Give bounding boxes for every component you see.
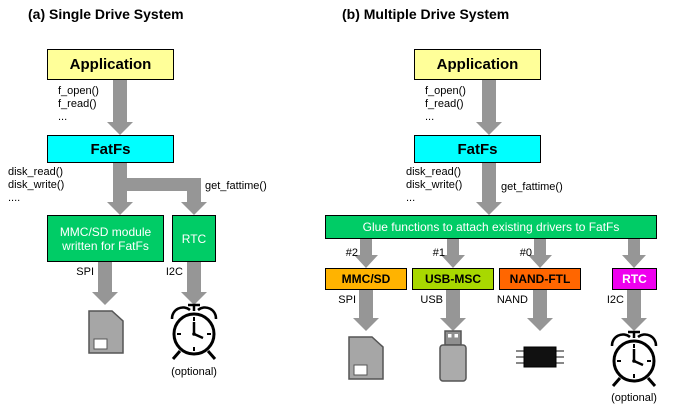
driver-label: MMC/SD <box>341 272 391 286</box>
mmc-sd-module-box: MMC/SD module written for FatFs <box>47 215 164 262</box>
i2c-label-a: I2C <box>165 266 183 278</box>
api-call-labels-b: f_open() f_read() ... <box>425 85 466 124</box>
arrow-head <box>476 122 502 135</box>
alarm-clock-icon <box>166 303 222 361</box>
api-call-label: ... <box>58 111 68 123</box>
arrow-shaft <box>98 262 112 292</box>
arrow-head <box>440 318 466 331</box>
glue-functions-box: Glue functions to attach existing driver… <box>325 215 657 239</box>
get-fattime-label-b: get_fattime() <box>501 181 563 193</box>
arrow-shaft <box>447 239 459 256</box>
rtc-box-a: RTC <box>172 215 216 262</box>
drive-number-2: #2 <box>345 247 358 259</box>
glue-label: Glue functions to attach existing driver… <box>362 220 620 234</box>
arrow-shaft <box>360 239 372 256</box>
api-call-label: f_read() <box>58 98 97 110</box>
arrow-head <box>441 255 465 268</box>
disk-call-label: disk_write() <box>8 179 65 191</box>
arrow-head <box>527 318 553 331</box>
optional-label-b: (optional) <box>611 392 657 404</box>
arrow-head <box>92 292 118 305</box>
arrow-elbow-horizontal <box>113 178 201 191</box>
arrow-head <box>181 202 207 215</box>
i2c-label-b: I2C <box>606 294 624 306</box>
drive-number-0: #0 <box>519 247 532 259</box>
arrow-head <box>107 122 133 135</box>
arrow-shaft <box>359 290 373 318</box>
sd-card-icon <box>88 310 124 354</box>
arrow-shaft <box>187 262 201 292</box>
panel-b-title: (b) Multiple Drive System <box>342 6 510 22</box>
api-call-label: f_open() <box>58 85 99 97</box>
arrow-shaft <box>534 239 546 256</box>
api-call-label: f_open() <box>425 85 466 97</box>
arrow-head <box>353 318 379 331</box>
rtc-label-a: RTC <box>181 231 207 246</box>
usb-drive-icon <box>437 330 469 382</box>
arrow-head <box>181 292 207 305</box>
arrow-shaft <box>446 290 460 318</box>
arrow-head <box>528 255 552 268</box>
disk-call-label: ... <box>406 192 416 204</box>
api-call-label: ... <box>425 111 435 123</box>
usb-label-b: USB <box>420 294 443 306</box>
alarm-clock-icon <box>606 330 662 388</box>
module-label-line2: written for FatFs <box>62 238 149 253</box>
disk-call-label: disk_read() <box>406 166 462 178</box>
fatfs-box-a: FatFs <box>47 135 174 163</box>
api-call-label: f_read() <box>425 98 464 110</box>
fatfs-label-b: FatFs <box>457 140 498 158</box>
get-fattime-label-a: get_fattime() <box>205 180 267 192</box>
drive-number-1: #1 <box>432 247 445 259</box>
driver-label: USB-MSC <box>425 272 481 286</box>
fatfs-label-a: FatFs <box>90 140 131 158</box>
sd-card-icon <box>348 336 384 380</box>
disk-call-label: disk_write() <box>406 179 463 191</box>
arrow-head <box>354 255 378 268</box>
driver-label: NAND-FTL <box>509 272 571 286</box>
arrow-head <box>107 202 133 215</box>
disk-call-labels-b: disk_read() disk_write() ... <box>406 166 462 205</box>
driver-box-nandftl: NAND-FTL <box>499 268 581 290</box>
disk-call-label: .... <box>8 192 21 204</box>
arrow-head <box>622 255 646 268</box>
arrow-shaft <box>113 80 127 122</box>
nand-chip-icon <box>516 346 564 368</box>
disk-call-labels-a: disk_read() disk_write() .... <box>8 166 64 205</box>
arrow-head <box>621 318 647 331</box>
application-label-a: Application <box>69 56 152 73</box>
arrow-shaft <box>482 163 496 202</box>
application-label-b: Application <box>436 56 519 73</box>
panel-a-title: (a) Single Drive System <box>28 6 184 22</box>
spi-label-b: SPI <box>338 294 356 306</box>
driver-label: RTC <box>622 272 647 286</box>
application-box-b: Application <box>414 49 541 80</box>
arrow-shaft <box>482 80 496 122</box>
application-box-a: Application <box>47 49 174 80</box>
arrow-elbow-vertical <box>187 178 201 202</box>
spi-label-a: SPI <box>76 266 94 278</box>
driver-box-usbmsc: USB-MSC <box>412 268 494 290</box>
arrow-shaft <box>628 239 640 256</box>
arrow-shaft <box>627 290 641 318</box>
driver-box-mmcsd: MMC/SD <box>325 268 407 290</box>
nand-label-b: NAND <box>496 294 528 306</box>
driver-box-rtc: RTC <box>612 268 657 290</box>
api-call-labels-a: f_open() f_read() ... <box>58 85 99 124</box>
arrow-shaft <box>533 290 547 318</box>
disk-call-label: disk_read() <box>8 166 64 178</box>
arrow-head <box>476 202 502 215</box>
optional-label-a: (optional) <box>171 366 217 378</box>
fatfs-box-b: FatFs <box>414 135 541 163</box>
module-label-line1: MMC/SD module <box>59 224 152 239</box>
